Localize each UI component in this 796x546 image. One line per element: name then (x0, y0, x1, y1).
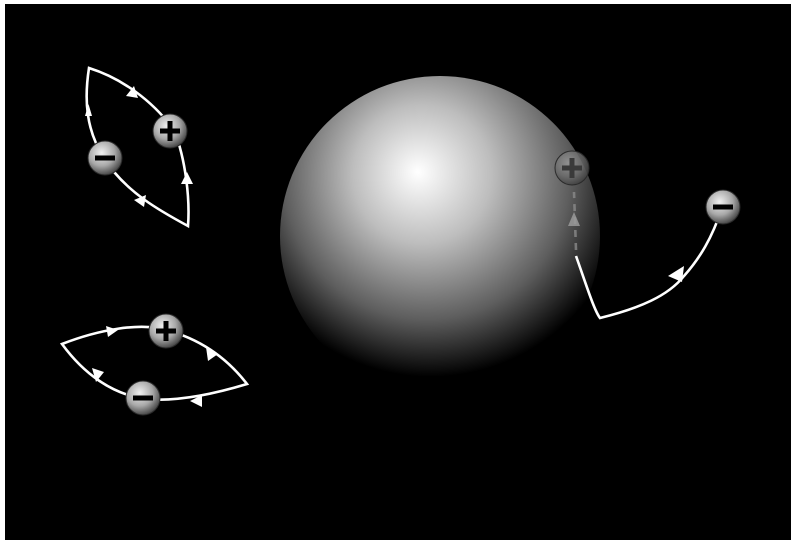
arrowhead-icon (126, 86, 138, 98)
positive-particle-icon (148, 313, 184, 349)
escaping-path (574, 207, 724, 320)
arrowhead-icon (106, 326, 118, 337)
negative-particle-icon (87, 140, 123, 176)
positive-particle-faded-icon (554, 150, 590, 186)
negative-particle-icon (705, 189, 741, 225)
virtual-pair-loop-top-left (85, 66, 193, 229)
negative-particle-icon (125, 380, 161, 416)
black-hole-sphere-icon (280, 76, 600, 396)
arrowhead-icon (668, 266, 684, 282)
arrowhead-icon (92, 368, 104, 382)
arrowhead-icon (181, 172, 193, 184)
virtual-pair-loop-bottom-left (59, 313, 250, 416)
positive-particle-icon (152, 113, 188, 149)
arrowhead-icon (190, 395, 202, 407)
arrowhead-faded-icon (568, 212, 580, 226)
pair-path (85, 66, 190, 229)
escaping-pair (554, 150, 741, 320)
arrowhead-icon (134, 195, 146, 207)
arrowhead-icon (206, 347, 218, 361)
pair-path (59, 325, 250, 401)
arrowhead-icon (85, 104, 92, 116)
